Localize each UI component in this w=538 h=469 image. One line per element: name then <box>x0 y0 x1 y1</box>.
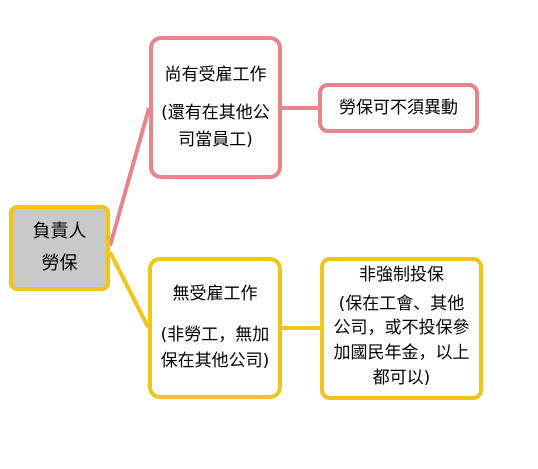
node-employed-note-1: (還有在其他公 <box>161 103 270 124</box>
node-employed-result-text: 勞保可不須異動 <box>339 97 458 118</box>
node-not-employed-note-2: 保在其他公司) <box>160 351 270 372</box>
node-not-employed-result-note-1: (保在工會、其他 <box>338 293 465 314</box>
node-employed-title: 尚有受雇工作 <box>164 64 267 85</box>
root-node-owner-labor-insurance: 負責人 勞保 <box>9 205 110 291</box>
root-line-1: 負責人 <box>32 220 87 242</box>
node-not-employed-result-note-3: 加國民年金，以上 <box>333 342 470 363</box>
node-employed: 尚有受雇工作 (還有在其他公 司當員工) <box>149 36 282 179</box>
node-not-employed-result-note-4: 都可以) <box>372 367 431 388</box>
node-not-employed-note-1: (非勞工，無加 <box>160 324 270 345</box>
root-line-2: 勞保 <box>41 253 78 274</box>
node-not-employed-title: 無受雇工作 <box>172 284 258 305</box>
node-not-employed-result-note-2: 公司，或不投保參 <box>333 318 470 339</box>
node-employed-result: 勞保可不須異動 <box>318 83 479 133</box>
connector-root-employed <box>108 107 151 247</box>
connector-root-not-employed <box>108 251 150 328</box>
node-not-employed-result-title: 非強制投保 <box>359 265 444 285</box>
node-employed-note-2: 司當員工) <box>178 129 253 150</box>
node-not-employed: 無受雇工作 (非勞工，無加 保在其他公司) <box>148 257 282 399</box>
node-not-employed-result: 非強制投保 (保在工會、其他 公司，或不投保參 加國民年金，以上 都可以) <box>320 257 483 400</box>
